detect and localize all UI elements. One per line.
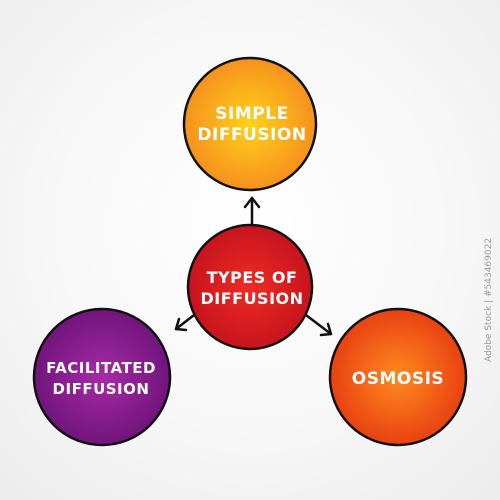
- arrowhead-right: [319, 322, 333, 337]
- node-top-line1: SIMPLE: [215, 104, 288, 124]
- node-types-of-diffusion: TYPES OF DIFFUSION: [186, 223, 314, 351]
- node-left-line2: DIFFUSION: [53, 380, 150, 398]
- node-top-line2: DIFFUSION: [197, 125, 306, 145]
- node-circle-center: [186, 223, 314, 351]
- node-osmosis: OSMOSIS: [328, 307, 468, 447]
- node-circle-left: [32, 307, 172, 447]
- arrow-to-right: [300, 310, 333, 336]
- node-simple-diffusion: SIMPLE DIFFUSION: [182, 56, 318, 192]
- node-left-line1: FACILITATED: [46, 359, 156, 377]
- node-center-line2: DIFFUSION: [200, 289, 303, 308]
- stock-watermark: Adobe Stock | #543469022: [484, 237, 494, 363]
- node-center-line1: TYPES OF: [207, 268, 298, 287]
- node-facilitated-diffusion: FACILITATED DIFFUSION: [32, 307, 172, 447]
- node-right-line1: OSMOSIS: [352, 369, 444, 389]
- node-circle-top: [182, 56, 318, 192]
- node-circle-right: [328, 307, 468, 447]
- arrowhead-top: [243, 196, 261, 209]
- arrowhead-left: [174, 317, 188, 332]
